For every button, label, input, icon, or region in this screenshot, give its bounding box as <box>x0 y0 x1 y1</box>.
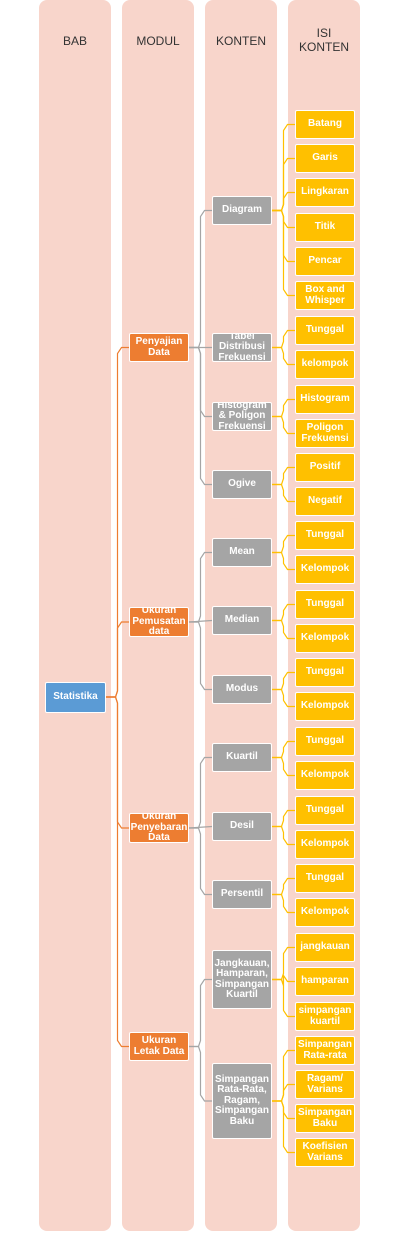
isi-konten-node: Pencar <box>295 247 355 276</box>
connector-line <box>189 621 212 691</box>
modul-node: Ukuran Penyebaran Data <box>129 813 189 843</box>
modul-node: Ukuran Pemusatan data <box>129 607 189 637</box>
isi-konten-node: Box and Whisper <box>295 281 355 310</box>
connector-line <box>272 619 295 640</box>
connector-line <box>106 696 129 1048</box>
isi-konten-node: kelompok <box>295 350 355 379</box>
isi-konten-node: Koefisien Varians <box>295 1138 355 1167</box>
connector-line <box>272 466 295 486</box>
konten-node: Desil <box>212 812 272 841</box>
konten-node: Modus <box>212 675 272 704</box>
konten-node: Ogive <box>212 470 272 499</box>
isi-konten-node: Poligon Frekuensi <box>295 419 355 448</box>
connector-line <box>189 209 212 349</box>
connector-line <box>272 688 295 708</box>
konten-node: Jangkauan, Hamparan, Simpangan Kuartil <box>212 950 272 1009</box>
connector-line <box>272 740 295 759</box>
column-title-isi-konten: ISI KONTEN <box>298 26 349 54</box>
isi-konten-node: Negatif <box>295 487 355 516</box>
konten-node: Kuartil <box>212 743 272 772</box>
isi-konten-node: Kelompok <box>295 624 355 653</box>
konten-node: Tabel Distribusi Frekuensi <box>212 333 272 362</box>
connector-line <box>272 483 295 503</box>
isi-konten-node: Tunggal <box>295 864 355 893</box>
modul-node: Ukuran Letak Data <box>129 1032 189 1061</box>
connector-line <box>189 1045 212 1102</box>
isi-konten-node: Ragam/ Varians <box>295 1070 355 1099</box>
isi-konten-node: Kelompok <box>295 898 355 927</box>
column-title-konten: KONTEN <box>215 34 266 48</box>
column-title-bab: BAB <box>62 34 87 48</box>
isi-konten-node: Tunggal <box>295 727 355 756</box>
connector-line <box>272 877 295 896</box>
konten-node: Diagram <box>212 196 272 225</box>
connector-line <box>189 346 212 486</box>
isi-konten-node: simpangan kuartil <box>295 1002 355 1031</box>
isi-konten-node: Tunggal <box>295 316 355 345</box>
connector-line <box>272 534 295 554</box>
isi-konten-node: Garis <box>295 144 355 173</box>
isi-konten-node: Tunggal <box>295 521 355 550</box>
connector-line <box>272 671 295 691</box>
column-title-modul: MODUL <box>136 34 180 48</box>
connector-line <box>189 827 212 896</box>
konten-node: Mean <box>212 538 272 567</box>
isi-konten-node: Histogram <box>295 385 355 414</box>
isi-konten-node: jangkauan <box>295 933 355 962</box>
isi-konten-node: Tunggal <box>295 796 355 825</box>
connector-line <box>189 551 212 623</box>
connector-line <box>272 893 295 914</box>
connector-line <box>272 603 295 622</box>
connector-line <box>272 978 295 1018</box>
connector-line <box>189 978 212 1048</box>
connector-line <box>272 415 295 435</box>
konten-node: Histogram & Poligon Frekuensi <box>212 402 272 431</box>
isi-konten-node: Kelompok <box>295 830 355 859</box>
isi-konten-node: Tunggal <box>295 658 355 687</box>
isi-konten-node: Positif <box>295 453 355 482</box>
connector-line <box>272 346 295 366</box>
isi-konten-node: Simpangan Rata-rata <box>295 1036 355 1065</box>
isi-konten-node: Batang <box>295 110 355 139</box>
isi-konten-node: Simpangan Baku <box>295 1104 355 1133</box>
node-statistika: Statistika <box>45 682 106 713</box>
isi-konten-node: Kelompok <box>295 555 355 584</box>
isi-konten-node: Lingkaran <box>295 178 355 207</box>
connector-line <box>272 756 295 777</box>
connector-line <box>272 209 295 297</box>
isi-konten-node: Kelompok <box>295 761 355 790</box>
modul-node: Penyajian Data <box>129 333 189 362</box>
isi-konten-node: Titik <box>295 213 355 242</box>
konten-node: Persentil <box>212 880 272 909</box>
konten-node: Simpangan Rata-Rata, Ragam, Simpangan Ba… <box>212 1063 272 1139</box>
connector-line <box>272 551 295 571</box>
connector-line <box>272 809 295 828</box>
connector-line <box>189 756 212 829</box>
connector-line <box>272 398 295 418</box>
connector-line <box>106 621 129 698</box>
konten-node: Median <box>212 606 272 635</box>
isi-konten-node: Kelompok <box>295 692 355 721</box>
column-bab: BAB <box>39 0 111 1231</box>
connector-line <box>272 825 295 846</box>
isi-konten-node: hamparan <box>295 967 355 996</box>
connector-line <box>272 1100 295 1154</box>
isi-konten-node: Tunggal <box>295 590 355 619</box>
connector-line <box>272 329 295 349</box>
